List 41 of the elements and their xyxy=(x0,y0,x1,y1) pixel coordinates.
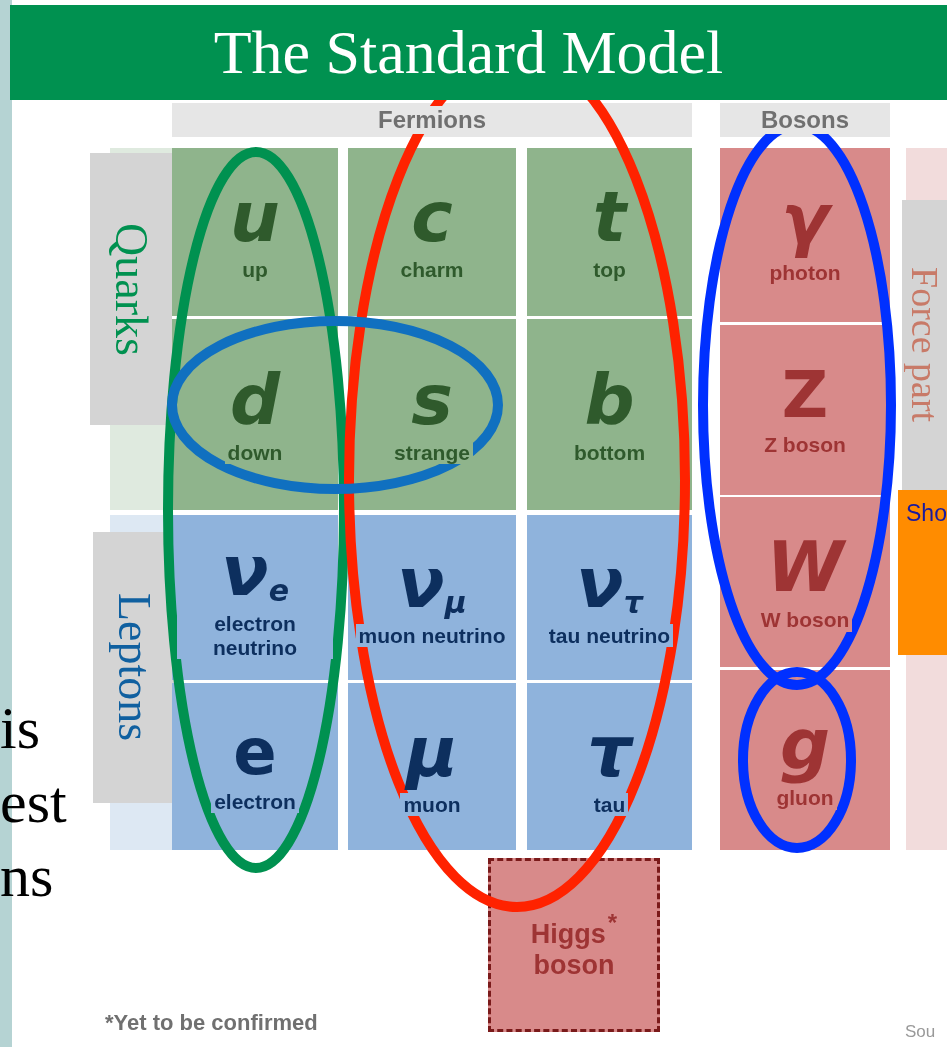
particle-cell xyxy=(720,497,890,667)
particle-cell xyxy=(527,683,692,850)
particle-symbol: c xyxy=(411,182,453,253)
particle-symbol: ν$_{μ}$ xyxy=(397,547,467,618)
body-text: est xyxy=(0,772,67,832)
particle-symbol: t xyxy=(592,182,627,253)
particle-cell xyxy=(720,148,890,322)
particle-symbol: e xyxy=(233,719,277,784)
particle-symbol: τ xyxy=(587,716,632,787)
category-tab xyxy=(90,153,172,425)
particle-cell xyxy=(348,683,516,850)
category-label: Quarks xyxy=(104,222,158,356)
note-box xyxy=(898,490,947,655)
particle-cell xyxy=(527,319,692,510)
particle-symbol: b xyxy=(584,364,635,435)
particle-name: strange xyxy=(391,440,473,465)
footnote: *Yet to be confirmed xyxy=(105,1010,318,1036)
particle-cell xyxy=(172,515,338,680)
category-tab xyxy=(902,200,947,490)
category-label: Leptons xyxy=(108,593,161,742)
category-tab xyxy=(93,532,176,803)
particle-cell xyxy=(348,515,516,680)
group-header xyxy=(172,103,692,137)
body-text: is xyxy=(0,698,41,758)
title: The Standard Model xyxy=(213,17,724,88)
particle-cell xyxy=(527,515,692,680)
group-header xyxy=(720,103,890,137)
particle-cell xyxy=(348,148,516,316)
note-text: Sho xyxy=(906,500,947,527)
particle-symbol: u xyxy=(230,182,280,253)
particle-cell xyxy=(527,148,692,316)
particle-cell xyxy=(488,858,660,1032)
particle-symbol: ν$_{e}$ xyxy=(220,536,289,607)
particle-symbol: d xyxy=(229,364,281,435)
category-label: Force part xyxy=(902,267,947,423)
particle-symbol: ν$_{τ}$ xyxy=(576,547,643,618)
particle-name: Higgs$^{*}$ boson xyxy=(529,908,619,982)
source-note: Sou xyxy=(905,1022,936,1042)
body-text: ns xyxy=(0,846,54,906)
particle-symbol: s xyxy=(411,364,453,435)
particle-symbol: Z xyxy=(781,363,829,428)
